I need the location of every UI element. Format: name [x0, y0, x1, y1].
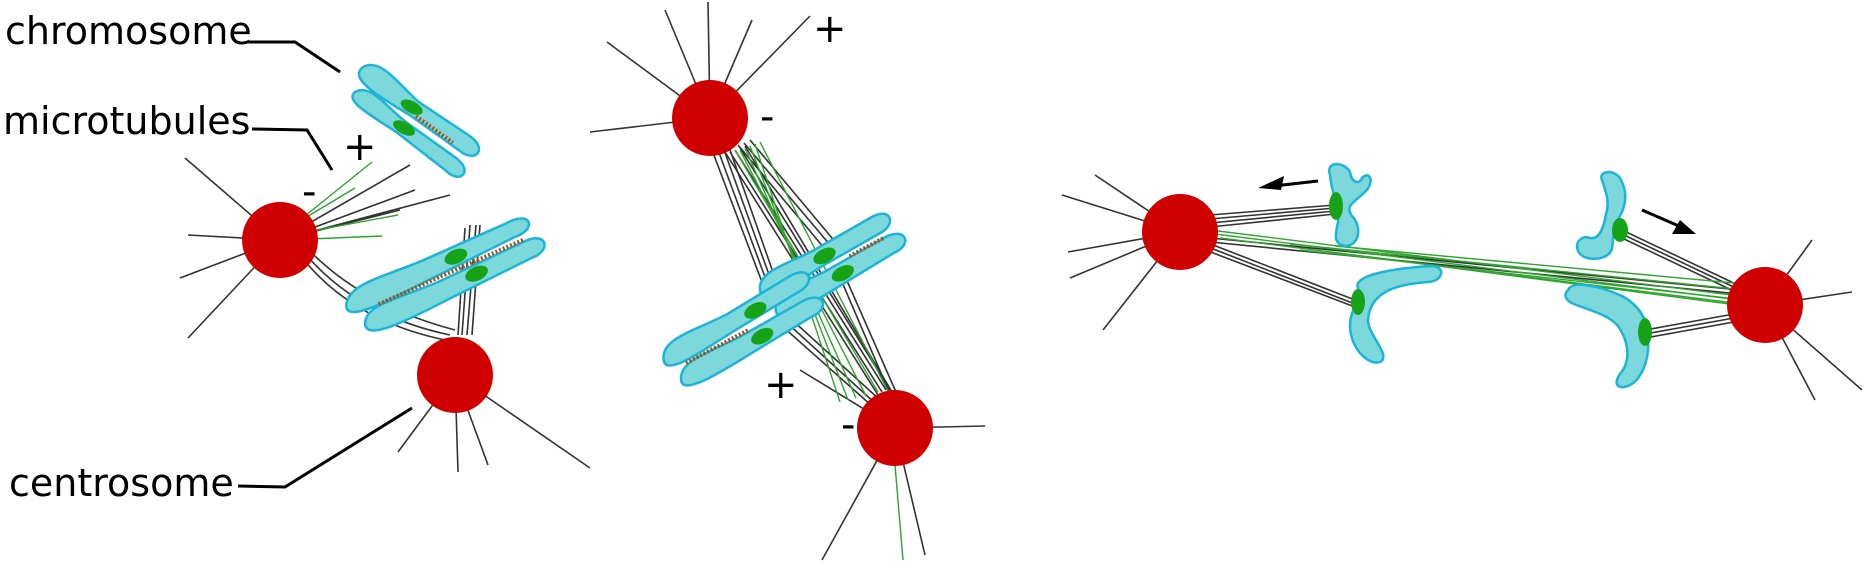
chromosome-label: chromosome	[5, 9, 252, 53]
kinetochore	[393, 120, 415, 136]
chromatid	[1575, 170, 1628, 261]
kinetochore	[813, 247, 836, 265]
chromatid	[1348, 264, 1443, 364]
centrosome	[242, 202, 318, 278]
kinetochore	[751, 327, 774, 345]
centrosome-leader-line	[237, 406, 413, 489]
right-arrow	[1641, 208, 1696, 234]
kinetochore	[465, 265, 488, 282]
plus-sign: +	[813, 6, 847, 52]
kinetochore	[1351, 289, 1365, 315]
chromosome	[662, 271, 825, 387]
centrosome	[672, 80, 748, 156]
kinetochore	[1612, 218, 1628, 242]
microtubules-leader-line	[251, 127, 334, 171]
chromosome	[351, 63, 481, 178]
chromatid	[1327, 162, 1372, 248]
kinetochore-microtubules	[1209, 229, 1746, 307]
plus-sign: +	[764, 362, 798, 408]
panel-1: + - chromosome microtubules centrosome	[3, 9, 591, 505]
plus-sign: +	[343, 124, 377, 170]
centrosome	[1142, 194, 1218, 270]
panel-2: + - + -	[589, 1, 986, 561]
panel-3	[1061, 162, 1863, 401]
kinetochore	[444, 248, 468, 265]
centrosome	[417, 337, 493, 413]
kinetochore	[400, 99, 423, 115]
minus-sign: -	[302, 169, 316, 215]
centrosome-label: centrosome	[9, 461, 234, 505]
minus-sign: -	[841, 402, 855, 448]
kinetochore	[744, 302, 767, 319]
kinetochore	[1329, 192, 1343, 220]
minus-sign: -	[760, 94, 774, 140]
chromosome	[345, 217, 546, 332]
kinetochore	[831, 264, 854, 282]
centrosome	[1727, 267, 1803, 343]
microtubules-label: microtubules	[3, 99, 250, 143]
chromatid	[1564, 283, 1652, 389]
left-arrow	[1258, 176, 1319, 190]
centrosome	[857, 390, 933, 466]
chromosome-leader-line	[248, 40, 341, 74]
kinetochore	[1638, 318, 1652, 346]
